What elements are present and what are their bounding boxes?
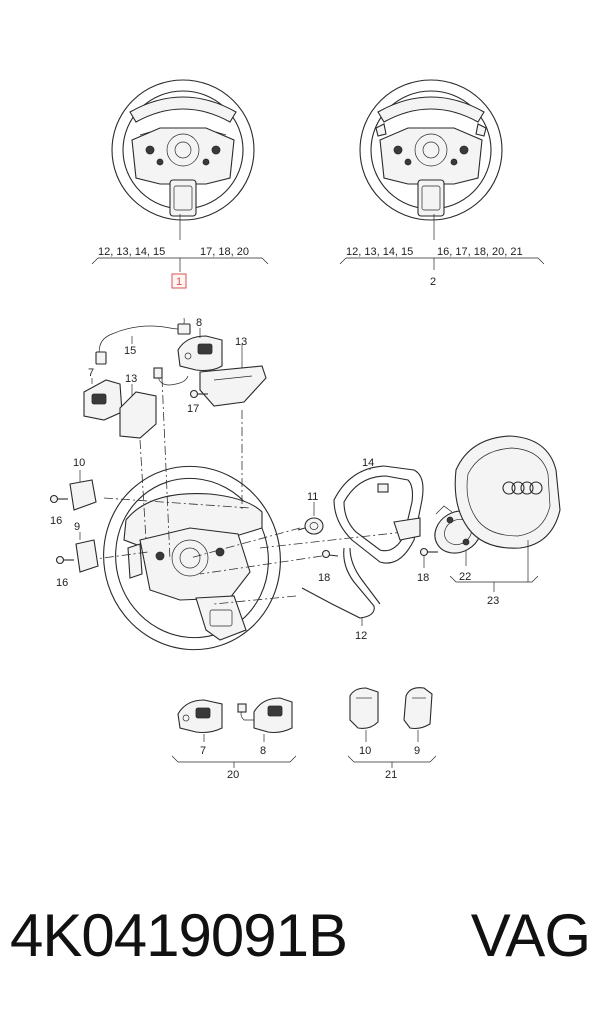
label-13-top: 13 — [235, 336, 247, 348]
label-17: 17 — [187, 403, 199, 415]
exploded-view: 15 8 13 7 13 17 10 16 9 16 11 14 18 22 2… — [49, 317, 561, 651]
group-20: 7 8 20 — [171, 697, 297, 781]
trim-frame-14 — [333, 465, 424, 564]
group-20-right: 8 — [260, 745, 266, 757]
paddle-right — [69, 479, 97, 511]
label-18-right: 18 — [417, 572, 429, 584]
screw-16-upper — [49, 494, 68, 504]
label-14: 14 — [362, 457, 374, 469]
group-20-ref: 20 — [227, 769, 239, 781]
main-steering-wheel — [103, 465, 281, 651]
horn-button-11 — [297, 517, 324, 535]
group-21: 10 9 21 — [347, 687, 437, 781]
cover-left — [119, 391, 157, 439]
label-18-center: 18 — [318, 572, 330, 584]
group-21-right: 9 — [414, 745, 420, 757]
wheel-1-ref: 1 — [176, 276, 182, 288]
wheel-1-callout: 12, 13, 14, 15 17, 18, 20 1 — [91, 214, 269, 289]
airbag-23 — [454, 435, 561, 549]
label-16-lower: 16 — [56, 577, 68, 589]
label-10-top: 10 — [73, 457, 85, 469]
label-13-left: 13 — [125, 373, 137, 385]
group-20-left: 7 — [200, 745, 206, 757]
label-8-top: 8 — [196, 317, 202, 329]
brand-name: VAG — [470, 901, 591, 969]
screw-18-right — [419, 547, 438, 557]
part-number-title: 4K0419091B VAG — [10, 895, 591, 975]
wheel-2-group-right: 16, 17, 18, 20, 21 — [437, 246, 523, 258]
steering-wheel-1 — [111, 79, 255, 221]
label-12: 12 — [355, 630, 367, 642]
screw-17 — [189, 389, 208, 399]
wheel-2-group-left: 12, 13, 14, 15 — [346, 246, 413, 258]
paddle-left — [75, 539, 99, 573]
wheel-1-group-right: 17, 18, 20 — [200, 246, 249, 258]
part-number: 4K0419091B — [10, 901, 348, 969]
steering-wheel-2 — [359, 79, 503, 221]
label-7-top: 7 — [88, 367, 94, 379]
audi-rings-logo — [502, 481, 543, 495]
cover-right — [199, 365, 267, 407]
label-15: 15 — [124, 345, 136, 357]
screw-16-lower — [55, 555, 74, 565]
label-23: 23 — [487, 595, 499, 607]
label-11: 11 — [307, 491, 318, 503]
label-9-top: 9 — [74, 521, 80, 533]
label-22: 22 — [459, 571, 471, 583]
paddle-10 — [349, 687, 379, 729]
wheel-2-ref: 2 — [430, 276, 436, 288]
wheel-1-group-left: 12, 13, 14, 15 — [98, 246, 165, 258]
screw-18-center — [321, 549, 339, 559]
parts-diagram: 12, 13, 14, 15 17, 18, 20 1 12, 13, 14, … — [49, 79, 561, 781]
label-16-upper: 16 — [50, 515, 62, 527]
paddle-9 — [403, 687, 433, 730]
wiring-harness — [98, 317, 185, 359]
highlight-box — [171, 273, 187, 289]
wheel-2-callout: 12, 13, 14, 15 16, 17, 18, 20, 21 2 — [339, 214, 545, 288]
trim-strip-12 — [301, 547, 375, 619]
group-21-ref: 21 — [385, 769, 397, 781]
group-21-left: 10 — [359, 745, 371, 757]
